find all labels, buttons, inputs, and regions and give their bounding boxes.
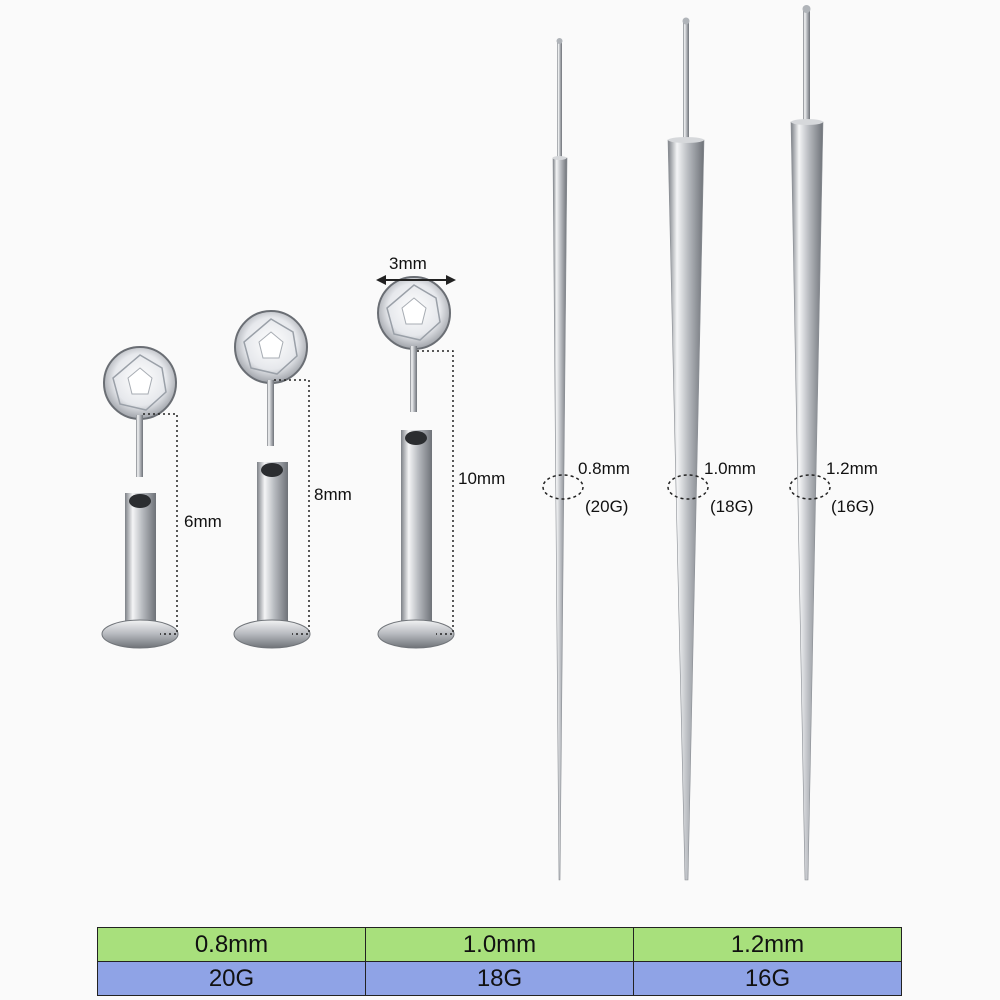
length-label-10mm: 10mm xyxy=(458,469,506,488)
gauge-cell-1: 20G xyxy=(97,961,366,996)
labret-post-10mm xyxy=(377,430,455,649)
diameter-marker-16g xyxy=(789,474,831,500)
labret-10mm xyxy=(377,276,455,649)
gem-top-small xyxy=(103,346,177,477)
gem-top-medium xyxy=(234,310,308,446)
taper-pin-20g xyxy=(552,38,568,881)
taper-pin-16g xyxy=(790,5,824,881)
length-guide-6mm xyxy=(143,413,178,635)
taper-gauge-label-16g: (16G) xyxy=(831,497,875,516)
labret-post-8mm xyxy=(233,462,311,649)
taper-diameter-label-18g: 1.0mm xyxy=(704,459,756,478)
gem-top-large xyxy=(377,276,451,412)
length-label-8mm: 8mm xyxy=(314,485,352,504)
taper-gauge-label-20g: (20G) xyxy=(585,497,629,516)
taper-pin-18g xyxy=(667,17,705,881)
taper-diameter-label-16g: 1.2mm xyxy=(826,459,878,478)
size-cell-3: 1.2mm xyxy=(633,927,902,962)
gem-diameter-label: 3mm xyxy=(389,254,427,273)
size-gauge-table: 0.8mm 1.0mm 1.2mm 20G 18G 16G xyxy=(97,927,902,996)
taper-gauge-label-18g: (18G) xyxy=(710,497,754,516)
size-cell-2: 1.0mm xyxy=(365,927,634,962)
labret-6mm xyxy=(101,346,179,649)
gauge-row: 20G 18G 16G xyxy=(97,961,902,996)
gem-width-arrow xyxy=(376,275,456,285)
gauge-cell-3: 16G xyxy=(633,961,902,996)
labret-8mm xyxy=(233,310,311,649)
size-cell-1: 0.8mm xyxy=(97,927,366,962)
taper-diameter-label-20g: 0.8mm xyxy=(578,459,630,478)
diameter-marker-20g xyxy=(542,474,584,500)
labret-post-6mm xyxy=(101,493,179,649)
diameter-marker-18g xyxy=(667,474,709,500)
length-label-6mm: 6mm xyxy=(184,512,222,531)
size-row: 0.8mm 1.0mm 1.2mm xyxy=(97,927,902,962)
length-guide-8mm xyxy=(274,379,310,635)
gauge-cell-2: 18G xyxy=(365,961,634,996)
